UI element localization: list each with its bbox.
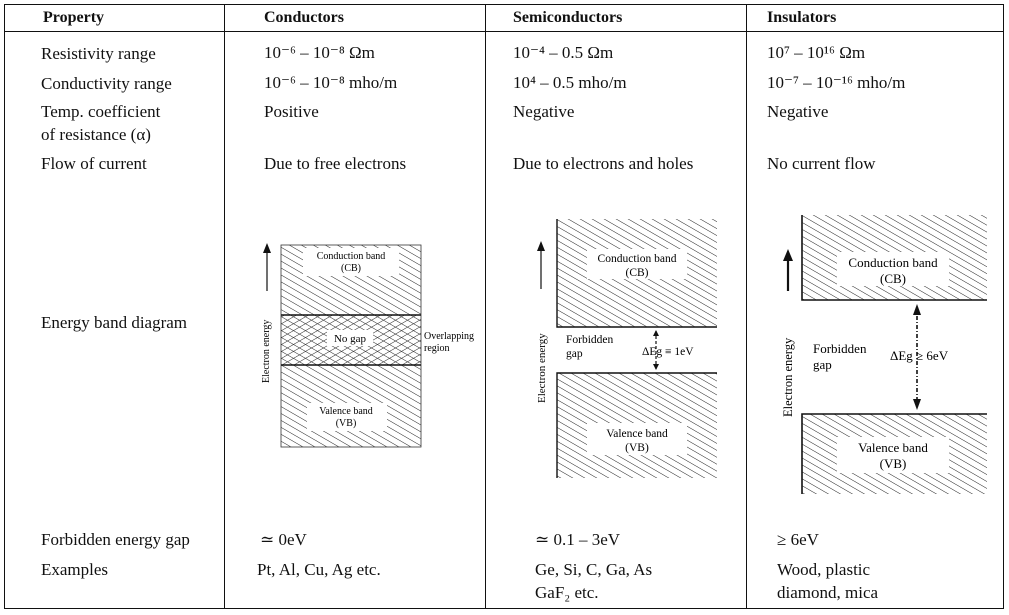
gap-insulators: ≥ 6eV	[777, 530, 819, 549]
semi-vb-sub: (VB)	[625, 442, 649, 454]
conductor-axis-label: Electron energy	[261, 320, 272, 383]
ins-forbidden-sub: gap	[813, 357, 832, 372]
examples-conductors: Pt, Al, Cu, Ag etc.	[257, 560, 381, 579]
ins-cb-label: Conduction band	[848, 255, 938, 270]
row-label-conductivity: Conductivity range	[41, 74, 172, 93]
insulator-band-diagram: Conduction band (CB) Valence band (VB) F…	[781, 215, 987, 494]
header-property: Property	[43, 9, 105, 26]
row-label-temp-coefficient: Temp. coefficient	[41, 102, 161, 121]
examples-insulators-line1: Wood, plastic	[777, 560, 871, 579]
ins-cb-sub: (CB)	[880, 271, 906, 286]
flow-semiconductors: Due to electrons and holes	[513, 154, 694, 173]
ins-axis-label: Electron energy	[781, 337, 795, 417]
row-label-resistivity: Resistivity range	[41, 44, 156, 63]
examples-insulators-line2: diamond, mica	[777, 583, 879, 602]
overlap-region-crosshatch	[281, 315, 421, 365]
resistivity-semiconductors: 10⁻⁴ – 0.5 Ωm	[513, 43, 614, 62]
examples-semiconductors-line1: Ge, Si, C, Ga, As	[535, 560, 653, 579]
conductivity-semiconductors: 10⁴ – 0.5 mho/m	[513, 73, 627, 92]
conductivity-conductors: 10⁻⁶ – 10⁻⁸ mho/m	[264, 73, 398, 92]
flow-insulators: No current flow	[767, 154, 876, 173]
resistivity-insulators: 10⁷ – 10¹⁶ Ωm	[767, 43, 866, 62]
conductor-band-area	[280, 244, 422, 448]
semi-vb-label: Valence band	[606, 428, 668, 440]
column-divider	[746, 5, 747, 608]
ins-vb-sub: (VB)	[880, 456, 907, 471]
semi-forbidden-sub: gap	[566, 348, 583, 360]
semiconductor-band-diagram: Conduction band (CB) Valence band (VB) F…	[536, 219, 717, 478]
no-gap-label: No gap	[334, 333, 367, 345]
semi-cb-sub: (CB)	[626, 267, 649, 279]
overlapping-label: Overlapping	[424, 331, 474, 342]
semi-cb-label: Conduction band	[598, 253, 677, 265]
row-label-energy-band-diagram: Energy band diagram	[41, 313, 188, 332]
semi-axis-label: Electron energy	[536, 333, 548, 403]
column-divider	[485, 5, 486, 608]
ins-gap-value: ΔEg ≥ 6eV	[890, 348, 949, 363]
semi-forbidden-label: Forbidden	[566, 334, 614, 346]
row-label-forbidden-gap: Forbidden energy gap	[41, 530, 190, 549]
row-label-flow-of-current: Flow of current	[41, 154, 147, 173]
row-label-examples: Examples	[41, 560, 109, 579]
conductor-cb-sub: (CB)	[341, 263, 361, 274]
conductor-cb-label: Conduction band	[317, 251, 386, 262]
ins-forbidden-label: Forbidden	[813, 341, 867, 356]
ins-vb-label: Valence band	[858, 440, 928, 455]
header-divider	[5, 31, 1003, 32]
gap-semiconductors: ≃ 0.1 – 3eV	[535, 530, 621, 549]
temp-coeff-semiconductors: Negative	[513, 102, 575, 121]
column-divider	[224, 5, 225, 608]
conductor-vb-label: Valence band	[319, 406, 373, 417]
examples-semiconductors-line2: GaF₂ etc.	[535, 583, 599, 602]
conductivity-insulators: 10⁻⁷ – 10⁻¹⁶ mho/m	[767, 73, 906, 92]
resistivity-conductors: 10⁻⁶ – 10⁻⁸ Ωm	[264, 43, 375, 62]
header-semiconductors: Semiconductors	[513, 9, 623, 26]
temp-coeff-insulators: Negative	[767, 102, 829, 121]
flow-conductors: Due to free electrons	[264, 154, 407, 173]
header-insulators: Insulators	[767, 9, 837, 26]
row-label-temp-coefficient-line2: of resistance (α)	[41, 125, 151, 144]
semi-gap-value: ΔEg ≡ 1eV	[642, 346, 694, 358]
temp-coeff-conductors: Positive	[264, 102, 319, 121]
conductor-vb-sub: (VB)	[336, 418, 357, 429]
comparison-table: Property Conductors Semiconductors Insul…	[4, 4, 1004, 609]
overlapping-label-line2: region	[424, 343, 450, 354]
gap-conductors: ≃ 0eV	[260, 530, 307, 549]
conductor-band-diagram: Conduction band (CB) No gap Overlapping …	[261, 243, 474, 448]
band-diagrams-layer: Conduction band (CB) No gap Overlapping …	[261, 215, 987, 494]
header-conductors: Conductors	[264, 9, 345, 26]
